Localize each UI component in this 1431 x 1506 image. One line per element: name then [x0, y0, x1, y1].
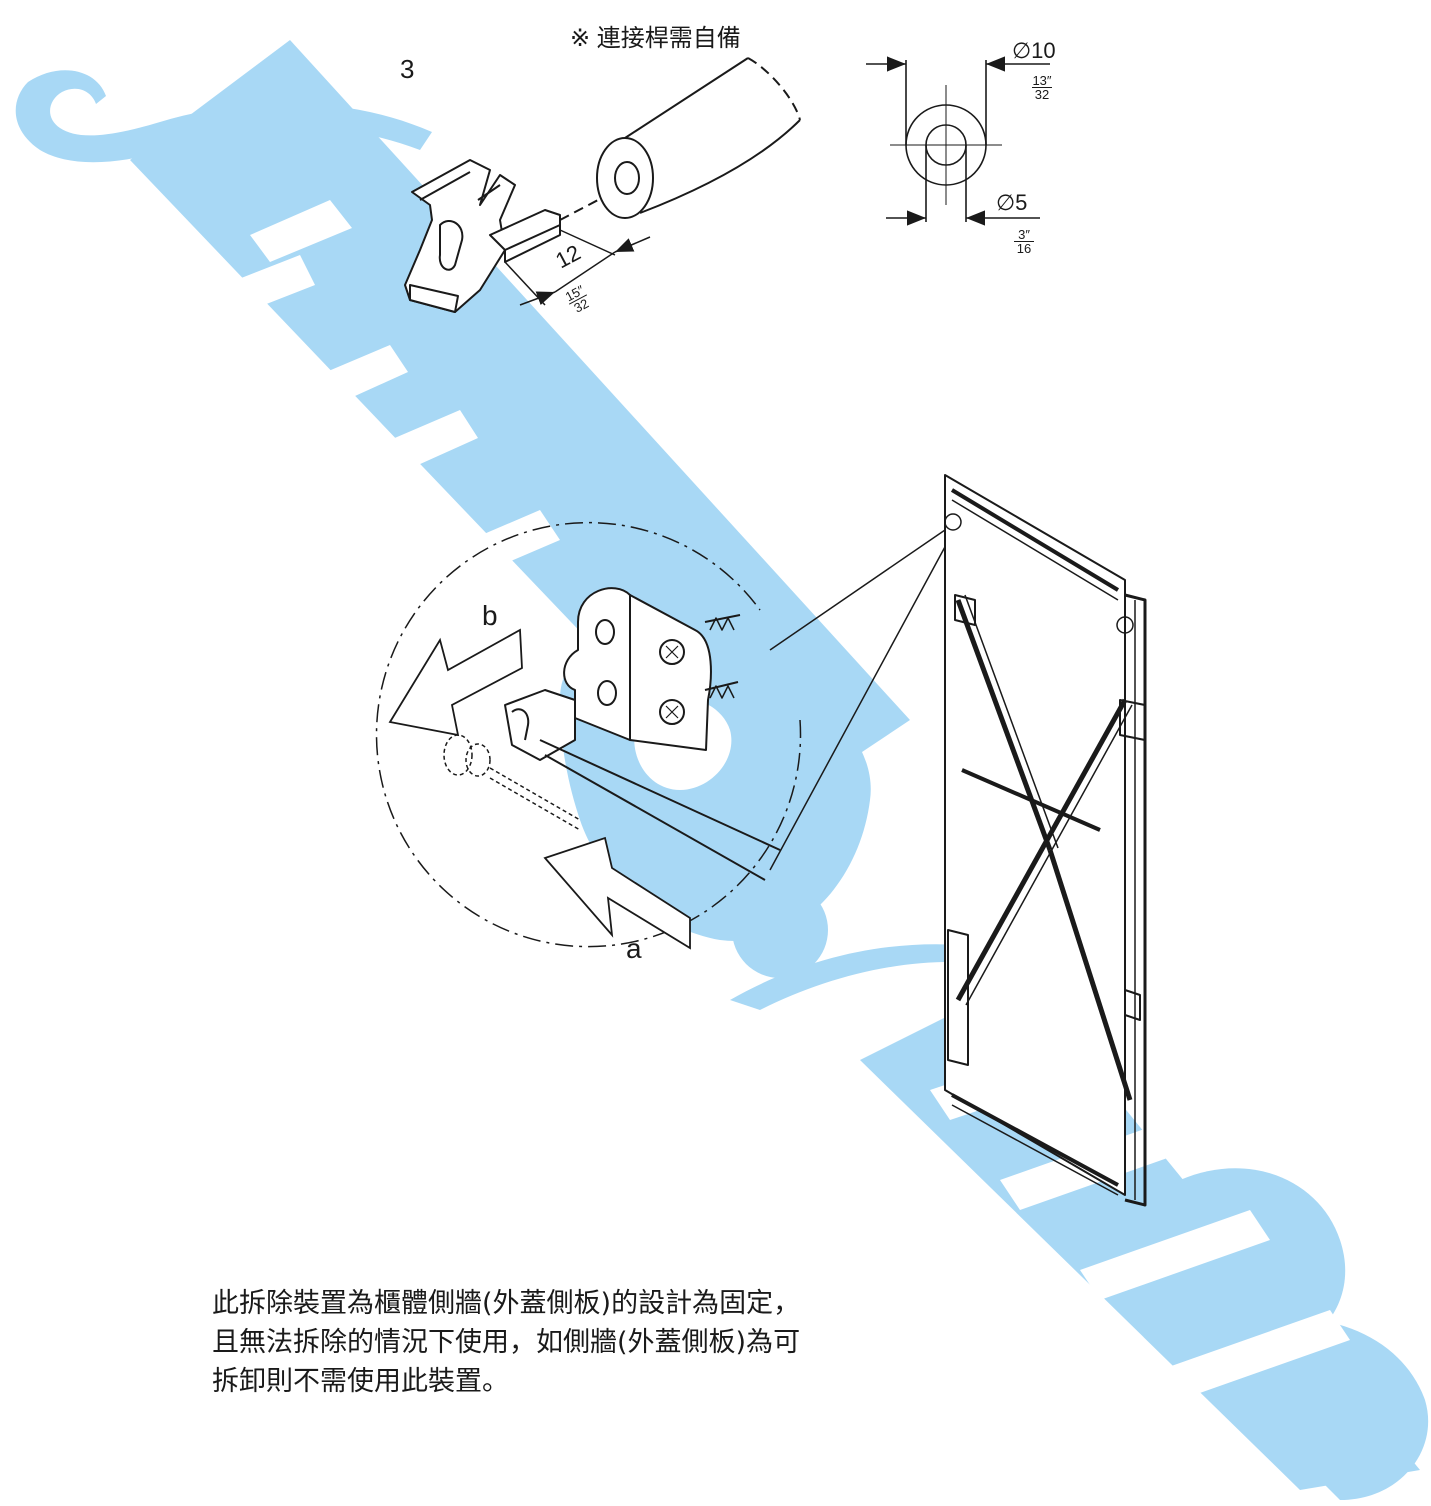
instruction-text: 此拆除裝置為櫃體側牆(外蓋側板)的設計為固定， 且無法拆除的情況下使用，如側牆(…: [212, 1284, 972, 1401]
outer-inch-numerator: 13: [1032, 73, 1047, 88]
instruction-line-3: 拆卸則不需使用此裝置。: [212, 1366, 509, 1397]
screw-knob-dashed: [443, 734, 581, 831]
rod-self-supplied-note: ※ 連接桿需自備: [570, 25, 741, 52]
inner-diameter-label: ∅5: [996, 190, 1028, 215]
step-number: 3: [400, 54, 415, 84]
clip-part-illustration: [404, 159, 561, 313]
outer-diameter-inch: 13″ 32: [1032, 74, 1052, 101]
outer-inch-denominator: 32: [1034, 87, 1050, 102]
instruction-line-2: 且無法拆除的情況下使用，如側牆(外蓋側板)為可: [212, 1327, 801, 1358]
inner-inch-denominator: 16: [1016, 241, 1032, 256]
inner-diameter-inch: 3″ 16: [1014, 228, 1034, 255]
direction-arrow-a: [543, 836, 691, 950]
inner-inch-mark: ″: [1025, 227, 1030, 242]
instruction-line-1: 此拆除裝置為櫃體側牆(外蓋側板)的設計為固定，: [212, 1288, 801, 1319]
inner-inch-numerator: 3: [1018, 227, 1026, 242]
mounting-bracket: [504, 587, 781, 881]
outer-inch-mark: ″: [1046, 73, 1052, 88]
cabinet-panel: [944, 474, 1147, 1207]
arrow-a-label: a: [626, 933, 642, 964]
watermark: [15, 40, 1429, 1500]
connecting-rod-illustration: [559, 57, 801, 221]
arrow-b-label: b: [482, 600, 498, 631]
detail-callout: [375, 521, 947, 948]
outer-diameter-label: ∅10: [1012, 38, 1056, 63]
rod-cross-section: [866, 56, 1050, 226]
direction-arrow-b: [388, 628, 523, 737]
clip-length-dimension: [504, 229, 651, 306]
